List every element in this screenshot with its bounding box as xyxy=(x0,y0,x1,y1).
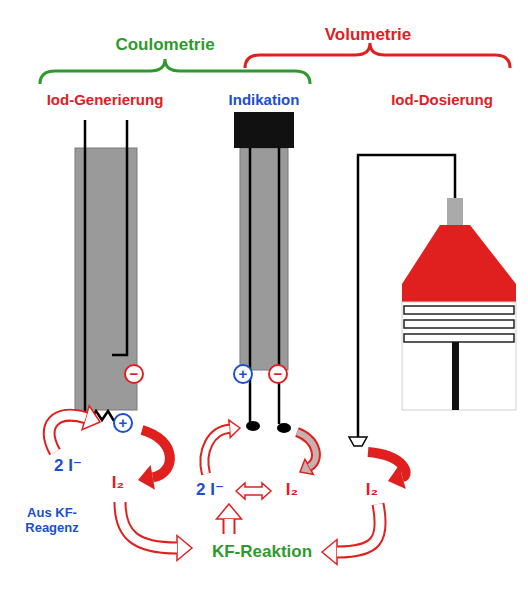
column-heading: Indikation xyxy=(229,91,300,108)
iodine-arrow xyxy=(142,430,170,477)
piston-rod xyxy=(452,342,459,410)
redox-arrow-outline xyxy=(223,519,236,534)
burette-connector xyxy=(447,198,463,226)
plus-pole xyxy=(234,365,252,383)
indicator-electrode-body xyxy=(240,148,288,370)
species-label: 2 I⁻ xyxy=(196,480,224,500)
anode-wire xyxy=(85,120,114,421)
column-heading: Iod-Generierung xyxy=(47,91,164,108)
method-label: Coulometrie xyxy=(115,35,214,55)
redox-arrow-head xyxy=(217,504,242,519)
species-label: I₂ xyxy=(286,480,298,500)
reaction-arrow xyxy=(120,502,177,548)
volumetry-brace xyxy=(245,43,510,68)
minus-pole xyxy=(269,365,287,383)
minus-pole xyxy=(125,365,143,383)
coulometry-brace xyxy=(40,59,310,84)
piston-ring xyxy=(404,306,514,314)
reaction-arrow-outline xyxy=(120,502,177,548)
reaction-arrows xyxy=(49,406,406,565)
dosing-arrow-head xyxy=(388,465,406,489)
equilibrium-arrow xyxy=(236,483,271,499)
reagent-arrow-outline xyxy=(49,415,85,452)
column-heading: Iod-Dosierung xyxy=(391,91,493,108)
reduction-arrow xyxy=(297,432,316,467)
pole-sign: − xyxy=(274,365,283,382)
burette-reagent xyxy=(402,225,516,302)
reaction-arrow-outline xyxy=(337,504,380,552)
platinum-pin xyxy=(246,421,260,431)
platinum-pin xyxy=(277,423,291,433)
method-label: Volumetrie xyxy=(325,25,412,45)
species-label: I₂ xyxy=(112,473,124,493)
pole-sign: + xyxy=(239,365,248,382)
pole-sign: − xyxy=(130,365,139,382)
redox-arrow xyxy=(225,519,234,534)
burette-cylinder xyxy=(402,302,516,410)
species-label: I₂ xyxy=(366,480,378,500)
piston-ring xyxy=(404,320,514,328)
cathode-wire xyxy=(112,120,127,355)
plus-pole xyxy=(114,414,132,432)
note: Aus KF-Reagenz xyxy=(20,506,84,536)
iodine-arrow-head xyxy=(138,465,155,490)
oxidation-arrow-head xyxy=(229,420,240,437)
reaction-arrow xyxy=(337,504,380,552)
reagent-arrow xyxy=(49,415,85,452)
piston-ring xyxy=(404,334,514,342)
reaction-label: KF-Reaktion xyxy=(212,542,312,562)
dosing-tip xyxy=(349,437,367,446)
reaction-arrow-head xyxy=(177,536,192,561)
oxidation-arrow-outline xyxy=(204,429,229,474)
pole-sign: + xyxy=(119,414,128,431)
reaction-arrow-head xyxy=(322,540,337,565)
species-label: 2 I⁻ xyxy=(54,456,82,476)
electrode-cap xyxy=(234,112,294,148)
oxidation-arrow xyxy=(204,429,229,474)
